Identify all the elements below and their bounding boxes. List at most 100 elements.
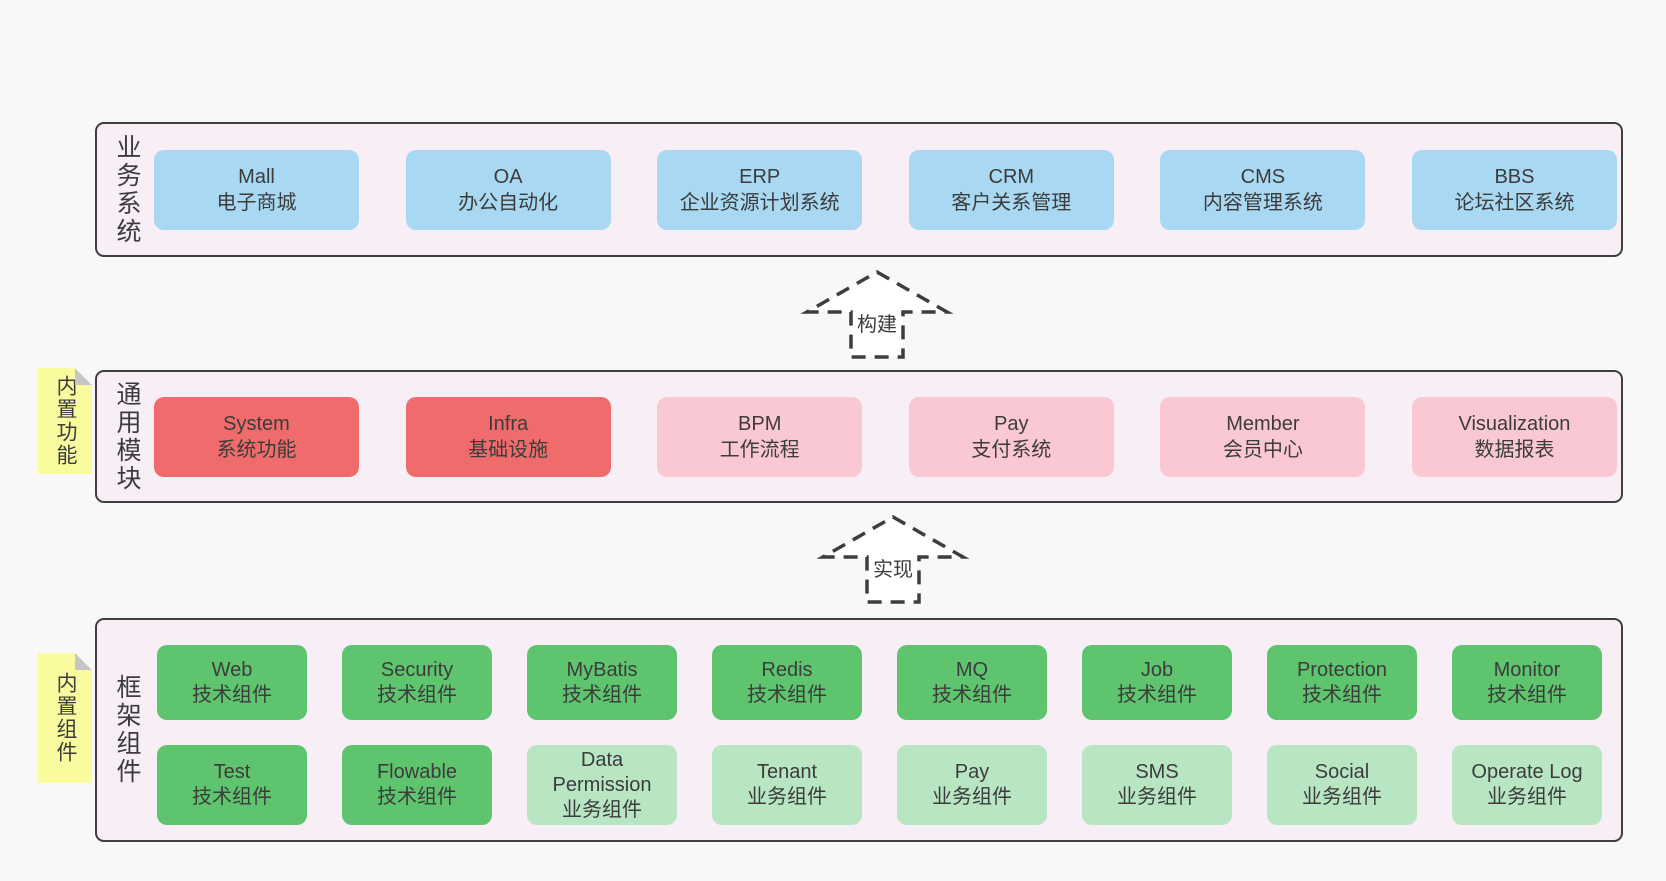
- box-desc: 基础设施: [468, 438, 549, 461]
- box-name: Data Permission: [552, 748, 652, 796]
- box-desc: 技术组件: [932, 683, 1012, 706]
- sticky-note-built-in-components: 内置组件: [38, 653, 92, 783]
- box-name: Redis: [761, 658, 813, 681]
- box-desc: 办公自动化: [458, 191, 559, 214]
- box-desc: 技术组件: [562, 683, 642, 706]
- box-infra: Infra 基础设施: [405, 396, 611, 477]
- box-desc: 技术组件: [747, 683, 827, 706]
- box-desc: 系统功能: [216, 438, 297, 461]
- box-social: Social 业务组件: [1267, 745, 1417, 825]
- box-name: Job: [1140, 658, 1174, 681]
- box-desc: 技术组件: [1117, 683, 1197, 706]
- common-modules-boxes: System 系统功能 Infra 基础设施 BPM 工作流程 Pay 支付系统…: [154, 372, 1617, 501]
- box-desc: 技术组件: [1487, 683, 1567, 706]
- box-desc: 技术组件: [192, 786, 272, 808]
- box-desc: 业务组件: [562, 798, 642, 821]
- box-web: Web 技术组件: [157, 645, 307, 720]
- box-desc: 工作流程: [719, 438, 800, 461]
- box-crm: CRM 客户关系管理: [908, 149, 1114, 230]
- box-mq: MQ 技术组件: [897, 645, 1047, 720]
- box-member: Member 会员中心: [1160, 396, 1366, 477]
- box-desc: 内容管理系统: [1202, 191, 1323, 214]
- business-systems-panel: 业务系统 Mall 电子商城 OA 办公自动化 ERP 企业资源计划系统 CRM…: [95, 122, 1623, 257]
- box-name: System: [223, 412, 290, 435]
- box-pay-module: Pay 支付系统: [908, 396, 1114, 477]
- box-protection: Protection 技术组件: [1267, 645, 1417, 720]
- box-name: BPM: [738, 412, 782, 435]
- box-desc: 数据报表: [1474, 438, 1555, 461]
- common-modules-label: 通用模块: [113, 380, 141, 493]
- box-desc: 电子商城: [216, 191, 297, 214]
- box-name: CMS: [1240, 165, 1286, 188]
- box-name: Tenant: [756, 761, 818, 783]
- build-arrow-label: 构建: [857, 313, 897, 336]
- box-system: System 系统功能: [154, 396, 359, 477]
- box-name: Monitor: [1493, 658, 1561, 681]
- box-name: CRM: [988, 165, 1035, 188]
- box-tenant: Tenant 业务组件: [712, 745, 862, 825]
- implement-arrow: 实现: [816, 514, 970, 604]
- framework-components-label: 框架组件: [113, 674, 141, 786]
- box-name: MQ: [955, 658, 989, 681]
- box-security: Security 技术组件: [342, 645, 492, 720]
- framework-components-panel: 框架组件 Web 技术组件 Security 技术组件 MyBatis 技术组件…: [95, 618, 1623, 842]
- box-desc: 业务组件: [1487, 786, 1567, 808]
- box-desc: 技术组件: [377, 683, 457, 706]
- framework-components-grid: Web 技术组件 Security 技术组件 MyBatis 技术组件 Redi…: [157, 620, 1602, 840]
- box-redis: Redis 技术组件: [712, 645, 862, 720]
- box-desc: 技术组件: [192, 683, 272, 706]
- box-name: MyBatis: [566, 658, 638, 681]
- box-name: Test: [213, 761, 251, 783]
- box-name: BBS: [1494, 165, 1535, 188]
- note-fold-icon: [75, 368, 92, 385]
- box-desc: 技术组件: [377, 786, 457, 808]
- box-desc: 企业资源计划系统: [679, 191, 840, 214]
- box-desc: 客户关系管理: [951, 191, 1072, 214]
- box-pay-component: Pay 业务组件: [897, 745, 1047, 825]
- business-systems-boxes: Mall 电子商城 OA 办公自动化 ERP 企业资源计划系统 CRM 客户关系…: [154, 124, 1617, 255]
- box-name: Mall: [238, 165, 275, 188]
- sticky-note-text: 内置组件: [54, 672, 77, 764]
- box-name: Pay: [994, 412, 1029, 435]
- box-data-permission: Data Permission 业务组件: [527, 745, 677, 825]
- box-name: Member: [1226, 412, 1300, 435]
- box-desc: 会员中心: [1222, 438, 1303, 461]
- implement-arrow-shape: [816, 514, 970, 604]
- box-desc: 业务组件: [747, 786, 827, 808]
- framework-components-row-2: Test 技术组件 Flowable 技术组件 Data Permission …: [157, 745, 1602, 825]
- business-systems-label: 业务系统: [113, 133, 141, 246]
- framework-components-row-1: Web 技术组件 Security 技术组件 MyBatis 技术组件 Redi…: [157, 645, 1602, 720]
- box-oa: OA 办公自动化: [405, 149, 611, 230]
- box-name: OA: [493, 165, 523, 188]
- box-name: Visualization: [1458, 412, 1571, 435]
- box-mall: Mall 电子商城: [154, 149, 359, 230]
- implement-arrow-label: 实现: [873, 558, 913, 581]
- box-bbs: BBS 论坛社区系统: [1411, 149, 1617, 230]
- box-monitor: Monitor 技术组件: [1452, 645, 1602, 720]
- box-cms: CMS 内容管理系统: [1160, 149, 1366, 230]
- note-fold-icon: [75, 653, 92, 670]
- box-name: Protection: [1296, 658, 1388, 681]
- sticky-note-built-in-features: 内置功能: [38, 368, 92, 474]
- box-sms: SMS 业务组件: [1082, 745, 1232, 825]
- box-desc: 论坛社区系统: [1454, 191, 1575, 214]
- sticky-note-text: 内置功能: [54, 375, 77, 467]
- box-job: Job 技术组件: [1082, 645, 1232, 720]
- box-desc: 技术组件: [1302, 683, 1382, 706]
- box-name: Security: [380, 658, 454, 681]
- box-mybatis: MyBatis 技术组件: [527, 645, 677, 720]
- box-name: Operate Log: [1471, 761, 1583, 783]
- box-desc: 业务组件: [932, 786, 1012, 808]
- box-bpm: BPM 工作流程: [657, 396, 863, 477]
- box-desc: 支付系统: [971, 438, 1052, 461]
- box-desc: 业务组件: [1302, 786, 1382, 808]
- box-name: SMS: [1135, 761, 1179, 783]
- box-name: Flowable: [376, 761, 458, 783]
- box-name: Web: [211, 658, 253, 681]
- box-test: Test 技术组件: [157, 745, 307, 825]
- common-modules-panel: 通用模块 System 系统功能 Infra 基础设施 BPM 工作流程 Pay…: [95, 370, 1623, 503]
- box-visualization: Visualization 数据报表: [1411, 396, 1617, 477]
- build-arrow: 构建: [800, 269, 954, 359]
- box-erp: ERP 企业资源计划系统: [657, 149, 863, 230]
